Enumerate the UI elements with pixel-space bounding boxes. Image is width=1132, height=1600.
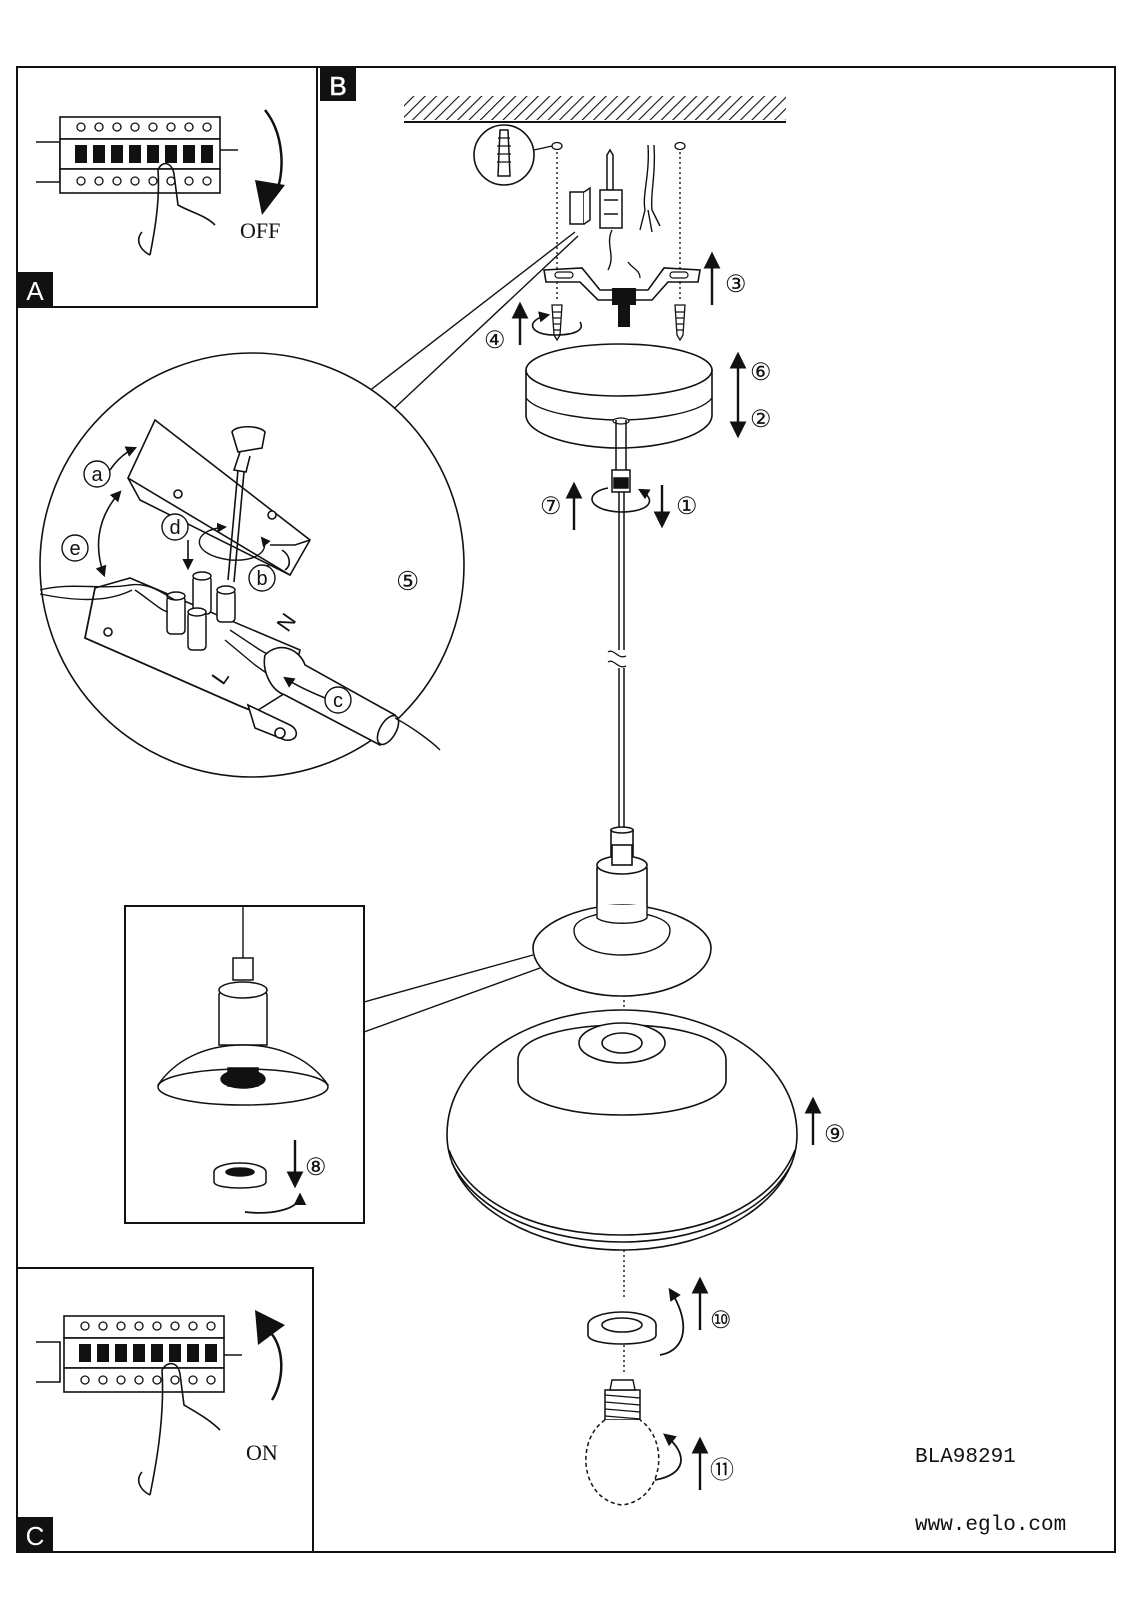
step-5-label: ⑤	[396, 567, 419, 596]
lamp-holder-collar	[532, 904, 712, 997]
inset-ring	[213, 1162, 267, 1189]
light-bulb	[585, 1379, 660, 1506]
ceiling	[404, 96, 786, 123]
arrow-b-turn	[198, 522, 271, 561]
screw-left	[551, 304, 563, 342]
step-11-label: ⑪	[710, 1457, 734, 1484]
panel-breaker-off: B A	[16, 66, 356, 308]
lamp-holder-cap	[596, 826, 648, 914]
step-2-label: ②	[750, 407, 772, 433]
suspension-cable	[607, 420, 631, 830]
arrow-step-11-turn	[654, 1433, 682, 1481]
step-10-label: ⑩	[710, 1308, 732, 1334]
step-4-label: ④	[484, 328, 506, 354]
shade-ring	[587, 1311, 657, 1345]
arrow-a	[109, 446, 138, 471]
arrow-on	[267, 1329, 283, 1401]
terminal-block	[569, 148, 623, 229]
wiring-detail-callout: N L a e d b c ⑤	[39, 231, 579, 778]
step-7-label: ⑦	[540, 494, 562, 520]
breaker-strip-on	[36, 1315, 242, 1393]
label-off: OFF	[240, 218, 280, 243]
screw-right	[674, 304, 686, 342]
label-c: C	[26, 1521, 45, 1551]
step-3-label: ③	[725, 272, 747, 298]
step-6-label: ⑥	[750, 360, 772, 386]
lamp-shade	[446, 1009, 798, 1251]
label-b: B	[329, 71, 346, 101]
arrow-step-4-turn	[531, 311, 582, 336]
breaker-strip-off	[36, 116, 238, 194]
arrow-step-10-turn	[659, 1287, 685, 1356]
step-8-label: ⑧	[305, 1155, 327, 1181]
mains-cable	[639, 144, 661, 233]
label-c-box	[17, 1517, 53, 1552]
arrow-step-8-turn	[244, 1192, 307, 1214]
wall-plug-icon	[473, 124, 686, 186]
label-a-box	[17, 272, 53, 307]
label-on: ON	[246, 1440, 278, 1465]
letter-a: a	[91, 464, 103, 486]
hand-off	[138, 162, 216, 256]
mounting-bracket	[543, 229, 701, 327]
letter-d: d	[169, 517, 180, 539]
arrow-step-7-turn	[591, 487, 651, 513]
letter-e: e	[69, 538, 80, 560]
ceiling-canopy	[525, 343, 713, 449]
model-number: BLA98291	[915, 1446, 1016, 1469]
hand-on	[138, 1362, 221, 1496]
step-1-label: ①	[676, 494, 698, 520]
inset-lampholder-ring: ⑧	[124, 905, 541, 1224]
letter-b: b	[256, 568, 267, 590]
page-frame	[16, 66, 1116, 1553]
label-b-box	[320, 67, 356, 101]
website: www.eglo.com	[915, 1514, 1066, 1537]
label-a: A	[26, 276, 44, 306]
panel-breaker-on: C ON	[16, 1267, 314, 1553]
step-9-label: ⑨	[824, 1122, 846, 1148]
arrow-e	[95, 490, 122, 578]
letter-c: c	[333, 690, 343, 712]
